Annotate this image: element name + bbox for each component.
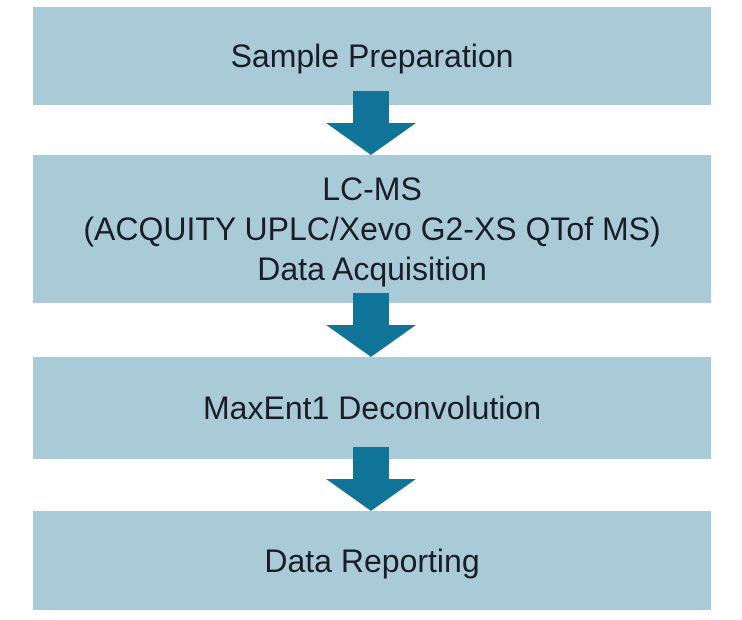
arrow-shaft — [353, 447, 389, 479]
arrow-shaft — [353, 91, 389, 123]
flow-step-lc-ms-data-acquisition: LC-MS (ACQUITY UPLC/Xevo G2-XS QTof MS) … — [33, 155, 711, 303]
arrow-head — [326, 479, 416, 511]
down-arrow-icon — [326, 91, 416, 155]
flow-step-label: Data Reporting — [264, 542, 480, 579]
flow-step-label-line2: (ACQUITY UPLC/Xevo G2-XS QTof MS) — [83, 211, 661, 247]
arrow-shaft — [353, 293, 389, 325]
flow-step-maxent1-deconvolution: MaxEnt1 Deconvolution — [33, 357, 711, 459]
flow-step-sample-preparation: Sample Preparation — [33, 7, 711, 105]
arrow-head — [326, 325, 416, 357]
down-arrow-icon — [326, 447, 416, 511]
flow-step-label: Sample Preparation — [230, 38, 514, 74]
flow-step-label: MaxEnt1 Deconvolution — [203, 390, 541, 426]
arrow-head — [326, 123, 416, 155]
flow-step-label-line3: Data Acquisition — [257, 251, 487, 287]
flow-step-label-line1: LC-MS — [322, 171, 422, 207]
down-arrow-icon — [326, 293, 416, 357]
flow-step-data-reporting: Data Reporting — [33, 511, 711, 610]
